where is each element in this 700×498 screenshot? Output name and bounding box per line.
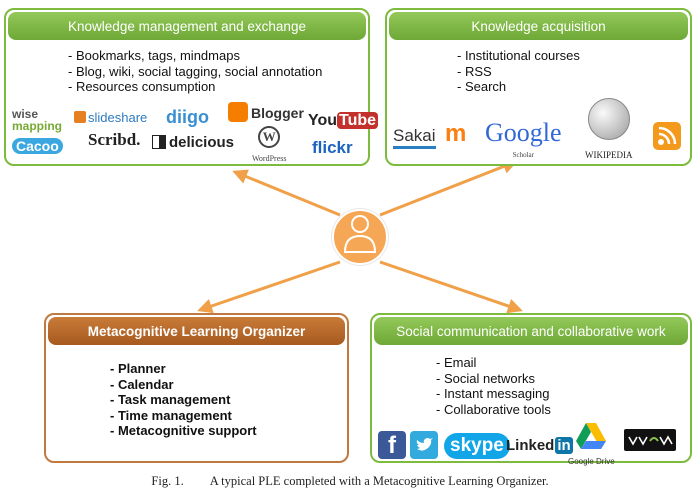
wordpress-logo: W WordPress bbox=[252, 126, 286, 166]
social-communication-box: Social communication and collaborative w… bbox=[370, 313, 692, 466]
knowledge-management-list: - Bookmarks, tags, mindmaps - Blog, wiki… bbox=[68, 48, 322, 95]
list-item: - Social networks bbox=[436, 370, 535, 386]
twitter-icon bbox=[410, 431, 438, 459]
cacoo-logo: Cacoo bbox=[12, 138, 63, 154]
google-scholar-logo: Google Scholar bbox=[485, 118, 562, 159]
list-item: - Bookmarks, tags, mindmaps bbox=[68, 48, 240, 63]
list-item: - RSS bbox=[457, 63, 492, 79]
delicious-icon bbox=[152, 135, 166, 149]
scribd-logo: Scribd. bbox=[88, 130, 141, 149]
google-drive-icon bbox=[576, 423, 607, 449]
social-communication-title: Social communication and collaborative w… bbox=[374, 317, 688, 345]
wikipedia-logo: WIKIPEDIA bbox=[585, 98, 633, 163]
caption-text: A typical PLE completed with a Metacogni… bbox=[209, 474, 549, 488]
sakai-logo: Sakai bbox=[393, 126, 436, 149]
arrow-to-knowledge-management bbox=[232, 169, 341, 217]
list-item: - Institutional courses bbox=[457, 48, 580, 63]
list-item: - Email bbox=[436, 355, 477, 370]
wikipedia-globe-icon bbox=[587, 98, 630, 140]
vyew-glyph-icon bbox=[628, 435, 673, 446]
wisemapping-logo: wise mapping bbox=[12, 107, 62, 133]
arrow-to-social-communication bbox=[379, 260, 523, 314]
social-communication-list: - Email - Social networks - Instant mess… bbox=[436, 355, 551, 417]
list-item: - Search bbox=[457, 79, 507, 94]
blogger-logo: Blogger bbox=[228, 102, 304, 122]
twitter-bird-icon bbox=[416, 438, 433, 451]
skype-logo: skype bbox=[444, 433, 510, 459]
diigo-logo: diigo bbox=[166, 107, 209, 127]
list-item: - Time management bbox=[110, 407, 232, 423]
arrow-to-learning-organizer bbox=[197, 260, 341, 314]
rss-glyph-icon bbox=[658, 126, 677, 145]
caption-label: Fig. 1. bbox=[151, 474, 184, 488]
knowledge-management-title: Knowledge management and exchange bbox=[8, 12, 366, 40]
rss-icon bbox=[653, 122, 681, 150]
user-icon bbox=[331, 208, 389, 266]
google-drive-logo: Google Drive bbox=[568, 421, 615, 469]
list-item: - Instant messaging bbox=[436, 386, 550, 401]
arrow-to-knowledge-acquisition bbox=[379, 159, 518, 217]
wordpress-icon: W bbox=[258, 126, 281, 148]
knowledge-acquisition-box: Knowledge acquisition - Institutional co… bbox=[385, 8, 692, 166]
list-item: - Blog, wiki, social tagging, social ann… bbox=[68, 63, 323, 79]
flickr-logo: flickr bbox=[312, 138, 353, 157]
delicious-logo: delicious bbox=[152, 134, 234, 151]
learning-organizer-box: Metacognitive Learning Organizer - Plann… bbox=[44, 313, 349, 463]
slideshare-logo: slideshare bbox=[74, 110, 147, 125]
knowledge-management-box: Knowledge management and exchange - Book… bbox=[4, 8, 379, 166]
moodle-icon: m bbox=[445, 120, 467, 147]
list-item: - Collaborative tools bbox=[436, 401, 551, 417]
list-item: - Resources consumption bbox=[68, 79, 216, 94]
list-item: - Calendar bbox=[110, 376, 174, 392]
blogger-icon bbox=[228, 102, 248, 122]
vyew-logo bbox=[624, 429, 676, 451]
moodle-logo: m bbox=[445, 120, 466, 148]
learning-organizer-list: - Planner - Calendar - Task management -… bbox=[110, 361, 257, 439]
figure-caption: Fig. 1. A typical PLE completed with a Me… bbox=[0, 474, 700, 489]
facebook-logo: f bbox=[378, 431, 406, 459]
learning-organizer-title: Metacognitive Learning Organizer bbox=[48, 317, 345, 345]
knowledge-acquisition-title: Knowledge acquisition bbox=[389, 12, 688, 40]
knowledge-acquisition-list: - Institutional courses - RSS - Search bbox=[457, 48, 580, 95]
list-item: - Task management bbox=[110, 392, 231, 407]
list-item: - Planner bbox=[110, 361, 166, 376]
list-item: - Metacognitive support bbox=[110, 423, 257, 438]
